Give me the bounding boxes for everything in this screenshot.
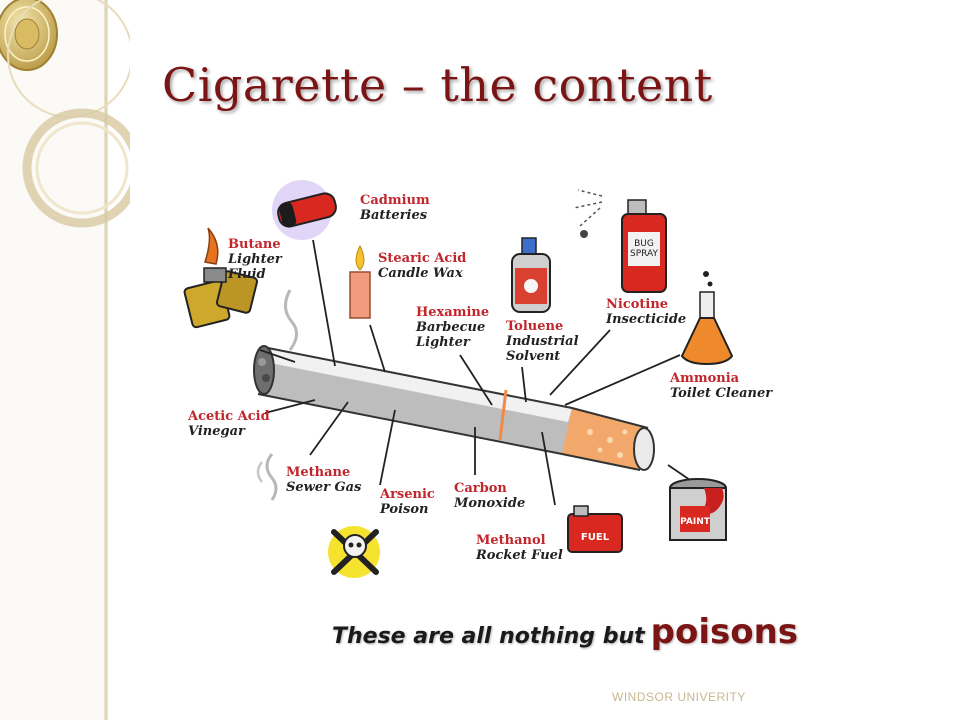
label-nicotine-name: Nicotine bbox=[606, 297, 668, 312]
university-seal-icon bbox=[0, 0, 58, 71]
label-toluene-use: Industrial bbox=[505, 334, 579, 349]
label-ammonia-use: Toilet Cleaner bbox=[670, 386, 773, 401]
label-arsenic-use: Poison bbox=[379, 502, 428, 517]
label-stearic-name: Stearic Acid bbox=[378, 251, 466, 266]
label-acetic-use: Vinegar bbox=[188, 424, 246, 439]
slide-title: Cigarette – the content bbox=[162, 58, 713, 112]
label-methanol-name: Methanol bbox=[476, 533, 546, 548]
label-cadmium-name: Cadmium bbox=[360, 193, 430, 208]
label-toluene-use: Solvent bbox=[506, 349, 560, 364]
label-carbon-use: Monoxide bbox=[453, 496, 525, 511]
lighter-icon bbox=[183, 227, 298, 351]
label-butane-use: Lighter bbox=[227, 252, 283, 267]
label-butane-name: Butane bbox=[228, 237, 281, 252]
fuel-can-icon: FUEL bbox=[567, 505, 623, 553]
flask-icon bbox=[680, 271, 734, 366]
label-butane-use: Fluid bbox=[227, 267, 266, 282]
label-nicotine-use: Insecticide bbox=[605, 312, 686, 327]
label-cadmium-use: Batteries bbox=[359, 208, 428, 223]
paint-can-text: PAINT bbox=[680, 517, 711, 527]
label-carbon-name: Carbon bbox=[454, 481, 507, 496]
tagline-text: These are all nothing but bbox=[332, 624, 645, 649]
paint-can-icon: PAINT bbox=[669, 478, 727, 541]
label-arsenic-name: Arsenic bbox=[379, 487, 435, 502]
label-toluene-name: Toluene bbox=[506, 319, 563, 334]
label-methane-name: Methane bbox=[286, 465, 350, 480]
fuel-can-text: FUEL bbox=[581, 532, 610, 543]
steam-icon bbox=[256, 453, 278, 501]
skull-crossbones-icon bbox=[328, 526, 380, 578]
cigarette-icon bbox=[253, 345, 655, 471]
label-hexamine-use: Lighter bbox=[415, 335, 471, 350]
label-stearic-use: Candle Wax bbox=[378, 266, 463, 281]
tagline-emphasis: poisons bbox=[650, 612, 799, 652]
label-hexamine-use: Barbecue bbox=[415, 320, 485, 335]
footer-text: WINDSOR UNIVERITY bbox=[612, 690, 746, 704]
solvent-bottle-icon bbox=[511, 237, 551, 313]
label-ammonia-name: Ammonia bbox=[669, 371, 740, 386]
sidebar-divider bbox=[104, 0, 108, 720]
label-hexamine-name: Hexamine bbox=[416, 305, 489, 320]
candle-icon bbox=[349, 244, 371, 319]
label-acetic-name: Acetic Acid bbox=[187, 409, 270, 424]
label-methanol-use: Rocket Fuel bbox=[475, 548, 563, 563]
leader-lines bbox=[259, 239, 691, 506]
label-methane-use: Sewer Gas bbox=[286, 480, 362, 495]
decorative-rings bbox=[7, 0, 130, 228]
battery-icon bbox=[272, 180, 337, 240]
